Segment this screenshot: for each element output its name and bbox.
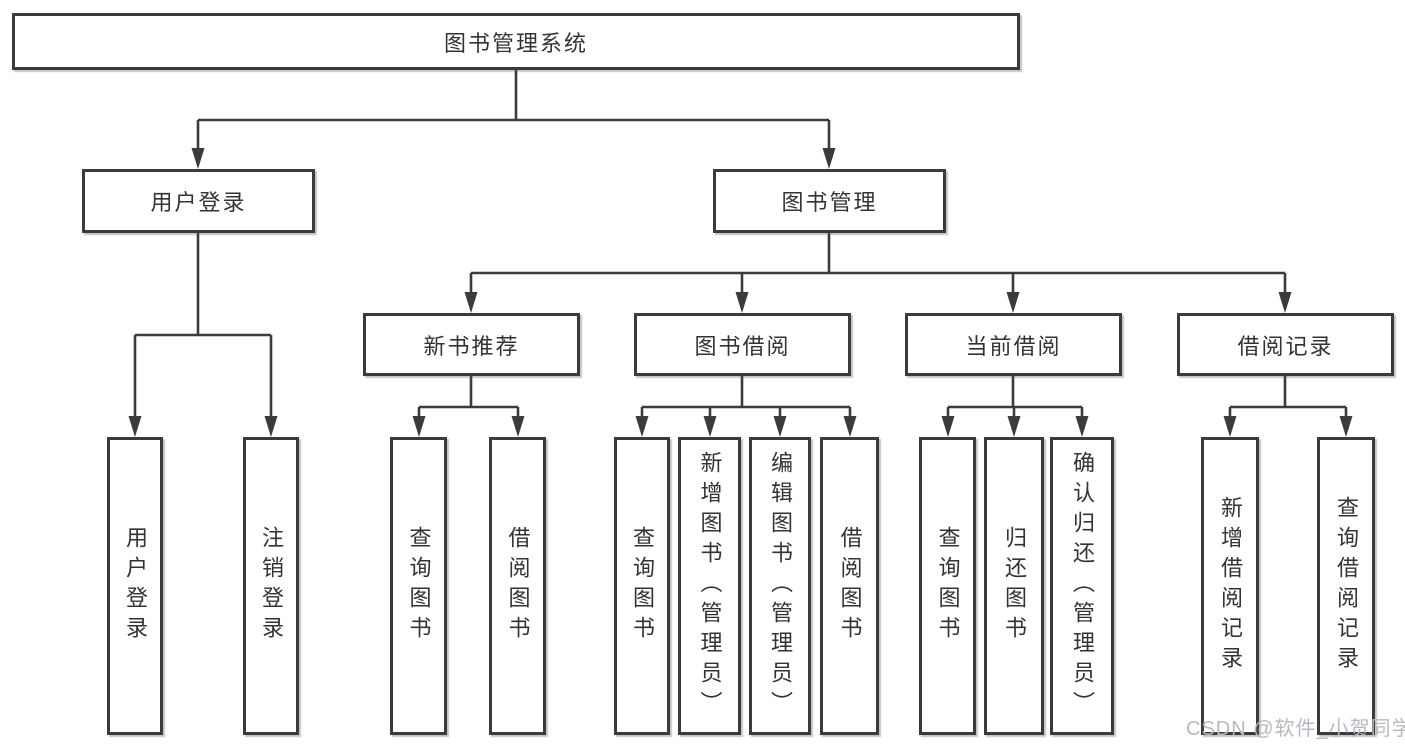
leaf-borrow-books-recommend: 借阅图书 (489, 437, 546, 735)
leaf-add-book-admin: 新增图书（管理员） (678, 437, 741, 735)
leaf-query-books-borrow: 查询图书 (614, 437, 670, 735)
leaf-borrow-books-recommend-label: 借阅图书 (505, 526, 531, 646)
leaf-query-books-recommend: 查询图书 (390, 437, 447, 735)
node-new-book-recommend-label: 新书推荐 (423, 333, 520, 359)
leaf-logout-label: 注销登录 (259, 526, 284, 646)
leaf-add-book-admin-label: 新增图书（管理员） (697, 451, 723, 721)
leaf-edit-book-admin: 编辑图书（管理员） (749, 437, 811, 735)
leaf-edit-book-admin-label: 编辑图书（管理员） (768, 451, 793, 721)
leaf-return-book: 归还图书 (984, 437, 1044, 735)
leaf-borrow-books-label: 借阅图书 (837, 526, 863, 646)
leaf-confirm-return-admin-label: 确认归还（管理员） (1070, 451, 1095, 721)
leaf-query-borrow-record-label: 查询借阅记录 (1334, 496, 1359, 676)
leaf-query-books-current: 查询图书 (919, 437, 976, 735)
node-user-login-label: 用户登录 (150, 190, 247, 215)
node-root-label: 图书管理系统 (443, 30, 588, 56)
node-book-borrow: 图书借阅 (634, 313, 851, 376)
node-user-login: 用户登录 (82, 169, 315, 233)
leaf-query-books-current-label: 查询图书 (935, 526, 961, 646)
leaf-logout: 注销登录 (243, 437, 299, 735)
node-book-management-label: 图书管理 (781, 190, 878, 215)
watermark-text: CSDN @软件_小贺同学 (1186, 718, 1405, 740)
leaf-query-books-borrow-label: 查询图书 (630, 526, 655, 646)
node-borrow-records: 借阅记录 (1177, 313, 1394, 376)
leaf-query-borrow-record: 查询借阅记录 (1317, 437, 1375, 735)
leaf-user-login-label: 用户登录 (123, 526, 148, 646)
node-root: 图书管理系统 (12, 13, 1020, 70)
leaf-add-borrow-record-label: 新增借阅记录 (1218, 496, 1243, 676)
leaf-query-books-recommend-label: 查询图书 (406, 526, 432, 646)
leaf-add-borrow-record: 新增借阅记录 (1201, 437, 1259, 735)
node-new-book-recommend: 新书推荐 (363, 313, 580, 376)
node-current-borrow: 当前借阅 (905, 313, 1122, 376)
node-book-borrow-label: 图书借阅 (694, 333, 791, 359)
leaf-user-login: 用户登录 (107, 437, 163, 735)
node-current-borrow-label: 当前借阅 (965, 333, 1062, 359)
node-book-management: 图书管理 (713, 169, 946, 233)
leaf-return-book-label: 归还图书 (1002, 526, 1027, 646)
node-borrow-records-label: 借阅记录 (1237, 333, 1334, 359)
leaf-confirm-return-admin: 确认归还（管理员） (1050, 437, 1114, 735)
leaf-borrow-books: 借阅图书 (820, 437, 879, 735)
